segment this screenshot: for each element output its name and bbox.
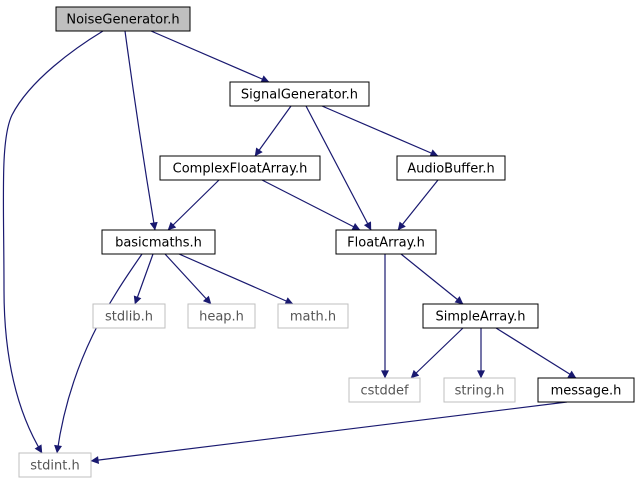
node-message[interactable]: message.h [537,377,635,403]
node-box [187,303,256,329]
node-box [422,303,539,329]
node-label: NoiseGenerator.h [66,13,179,28]
edge-layer [2,30,577,465]
node-label: SimpleArray.h [436,310,526,325]
node-noise: NoiseGenerator.h [55,6,191,32]
node-cstddef: cstddef [348,377,421,403]
node-box [348,377,421,403]
node-box [18,452,92,478]
edge-complex-to-floatarray [261,179,361,231]
node-label: message.h [551,384,622,399]
node-math: math.h [277,303,349,329]
node-stdlib: stdlib.h [92,303,166,329]
edge-basicmaths-to-math [178,253,294,305]
node-label: string.h [455,384,505,399]
edge-signal-to-audio [321,105,439,157]
node-layer: NoiseGenerator.hSignalGenerator.hComplex… [18,6,635,478]
edge-message-to-stdint [90,401,568,465]
node-audio[interactable]: AudioBuffer.h [396,155,506,181]
node-label: basicmaths.h [115,236,202,251]
edge-signal-to-floatarray [305,105,372,231]
edge-simplearray-to-message [495,327,577,379]
node-box [537,377,635,403]
node-box [335,229,437,255]
node-complex[interactable]: ComplexFloatArray.h [159,155,321,181]
node-floatarray[interactable]: FloatArray.h [335,229,437,255]
node-string: string.h [443,377,516,403]
node-label: stdint.h [30,459,79,474]
node-label: heap.h [199,310,244,325]
edge-basicmaths-to-stdint [54,253,143,454]
node-box [159,155,321,181]
node-box [277,303,349,329]
edge-floatarray-to-simplearray [400,253,464,305]
edge-simplearray-to-cstddef [410,327,464,379]
node-stdint: stdint.h [18,452,92,478]
node-simplearray[interactable]: SimpleArray.h [422,303,539,329]
node-basicmaths[interactable]: basicmaths.h [101,229,216,255]
edge-basicmaths-to-heap [164,253,212,305]
node-box [101,229,216,255]
node-label: FloatArray.h [347,236,425,251]
node-label: AudioBuffer.h [407,162,495,177]
node-heap: heap.h [187,303,256,329]
edge-signal-to-complex [254,105,292,157]
node-box [92,303,166,329]
node-box [229,81,370,107]
edge-noise-to-basicmaths [124,30,158,231]
edge-audio-to-floatarray [397,179,439,231]
node-label: SignalGenerator.h [241,88,358,103]
node-label: ComplexFloatArray.h [173,162,308,177]
edge-noise-to-signal [150,30,270,83]
edge-noise-to-stdint [2,30,104,454]
node-box [55,6,191,32]
node-box [443,377,516,403]
node-box [396,155,506,181]
node-label: stdlib.h [105,310,153,325]
edge-basicmaths-to-stdlib [133,253,154,305]
node-signal[interactable]: SignalGenerator.h [229,81,370,107]
edge-complex-to-basicmaths [167,179,220,231]
node-label: math.h [290,310,336,325]
node-label: cstddef [360,384,409,399]
